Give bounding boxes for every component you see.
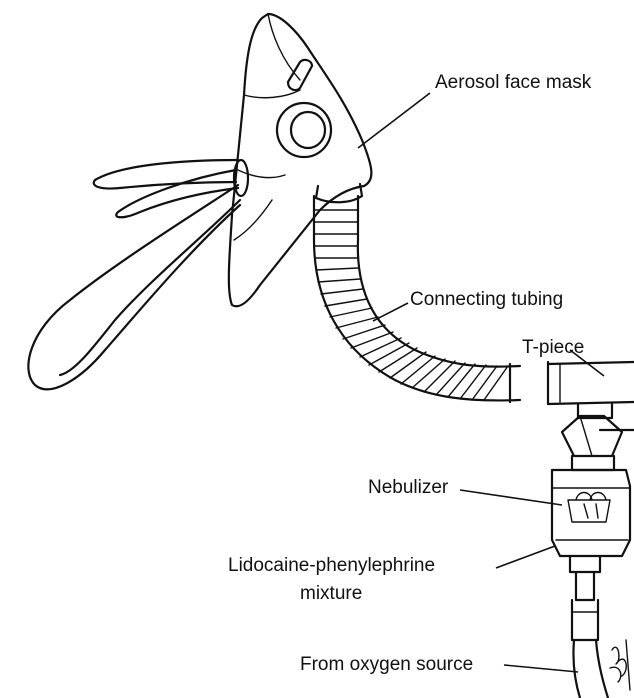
aerosol-face-mask xyxy=(229,14,372,306)
label-aerosol-face-mask: Aerosol face mask xyxy=(435,72,591,94)
nebulizer-cup xyxy=(552,416,630,640)
leader-lines xyxy=(358,93,604,672)
label-nebulizer: Nebulizer xyxy=(368,477,448,499)
label-mixture-line2: mixture xyxy=(300,583,362,605)
label-connecting-tubing: Connecting tubing xyxy=(410,289,563,311)
oxygen-tubing xyxy=(573,640,630,698)
label-mixture-line1: Lidocaine-phenylephrine xyxy=(228,555,435,577)
head-strap xyxy=(28,160,248,389)
label-oxygen-source: From oxygen source xyxy=(300,654,473,676)
label-t-piece: T-piece xyxy=(522,337,584,359)
t-piece xyxy=(548,362,634,430)
